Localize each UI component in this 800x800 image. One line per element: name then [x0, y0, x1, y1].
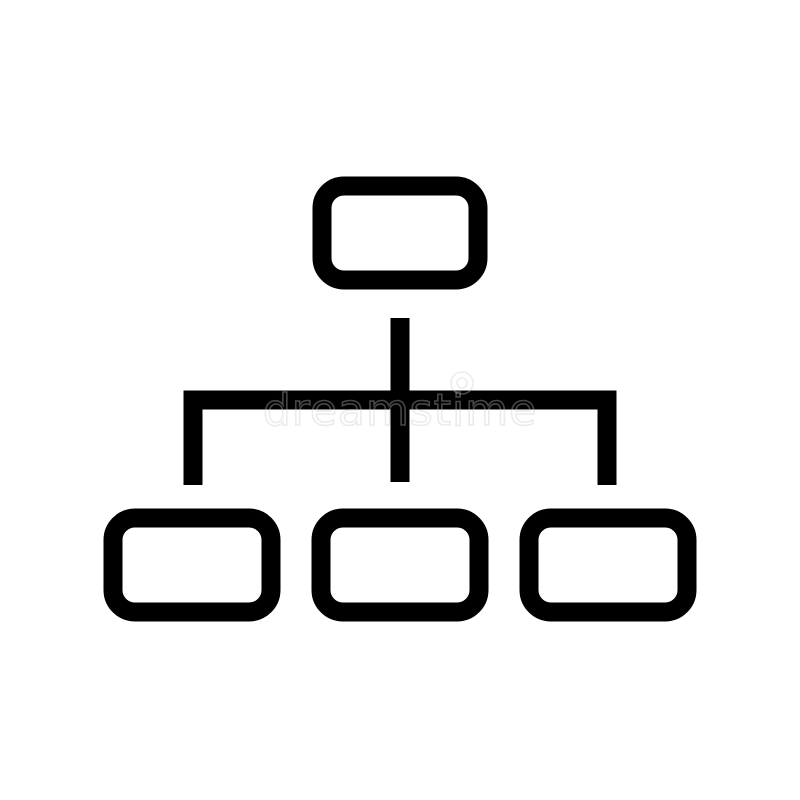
watermark-logo-inner-icon: [456, 377, 468, 389]
child-node-left-box: [103, 508, 281, 622]
watermark-logo-icon: [450, 371, 474, 395]
connector-group: [183, 318, 617, 485]
root-node-box: [312, 176, 488, 290]
child-node-right-box: [519, 508, 697, 622]
watermark-text: dreamstime: [263, 385, 537, 436]
node-group: [103, 176, 697, 622]
watermark: dreamstime: [262, 371, 537, 437]
child-node-center-box: [311, 508, 489, 622]
